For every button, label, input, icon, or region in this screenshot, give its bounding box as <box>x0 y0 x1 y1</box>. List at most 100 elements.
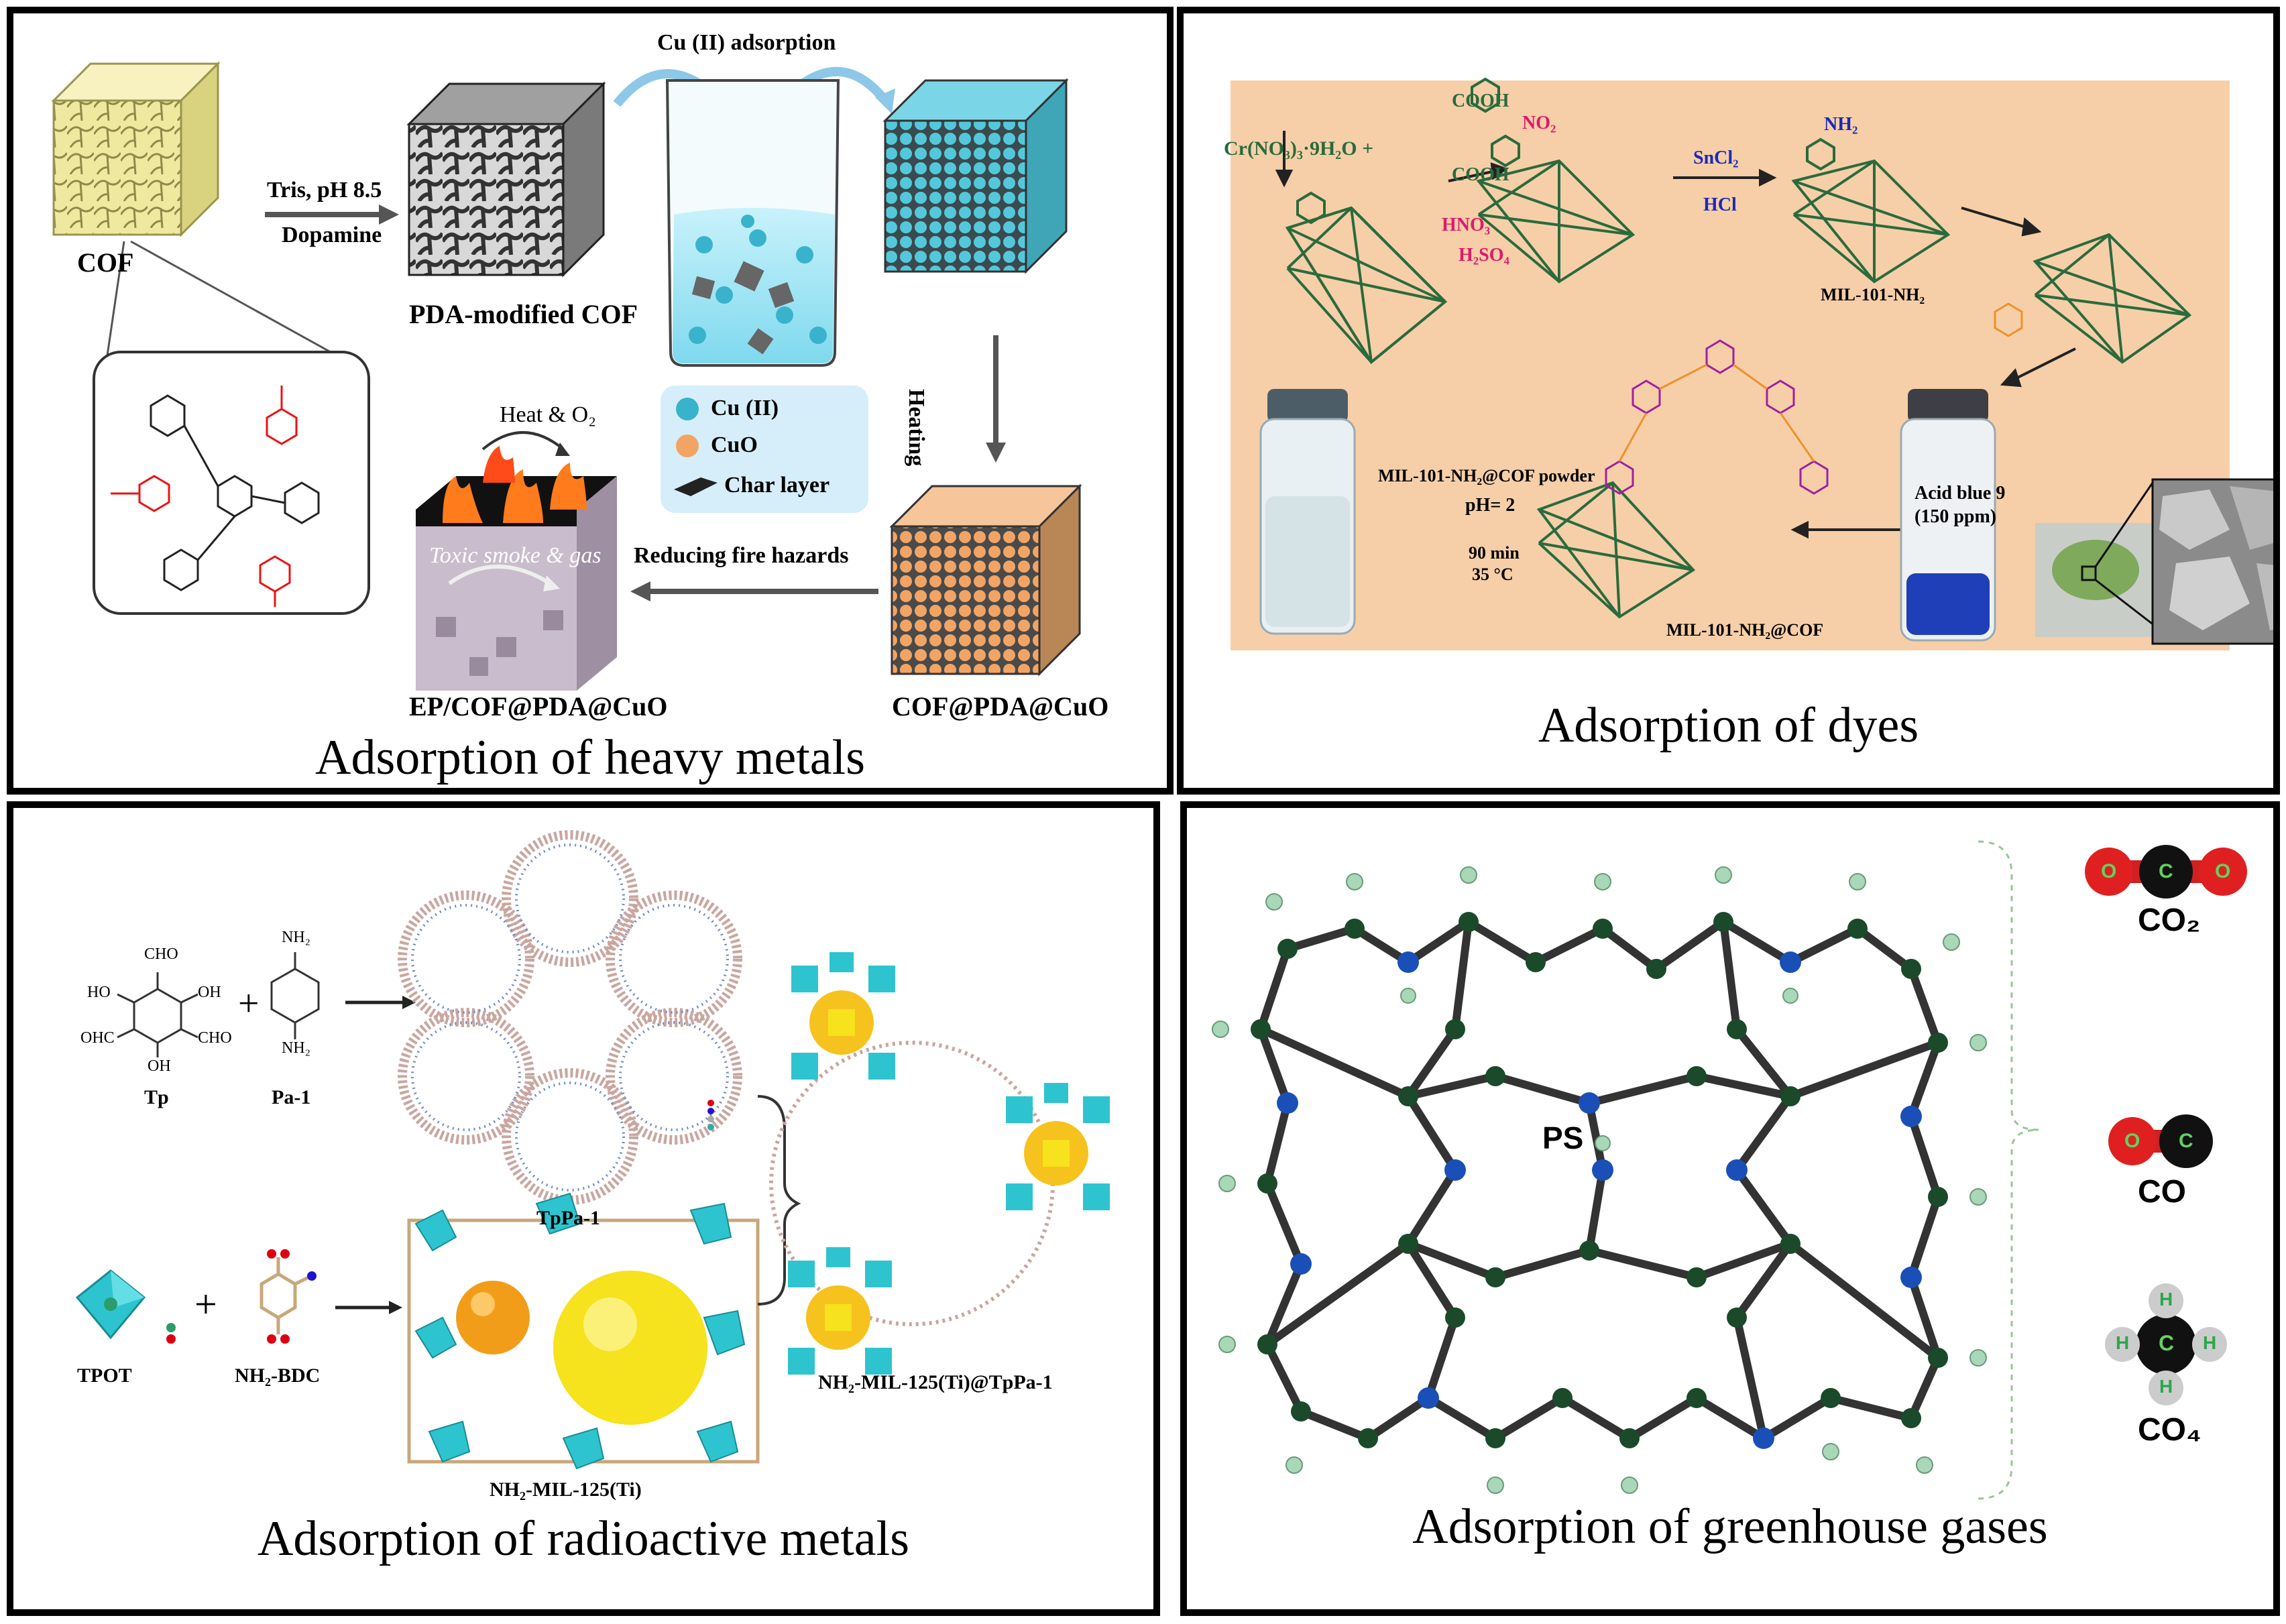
mil125-framework <box>407 1192 760 1470</box>
cof-cuo-label: COF@PDA@CuO <box>892 691 1109 721</box>
mil-label: MIL-101-NH₂ <box>1821 285 1925 304</box>
nh2-label: NH₂ <box>1824 114 1858 135</box>
pa-molecule <box>270 952 320 1039</box>
co2-molecule <box>2085 845 2247 898</box>
dashed-bracket <box>1978 840 2039 1500</box>
sem-image <box>2151 478 2273 645</box>
ch4-atom-h-right: H <box>2203 1332 2217 1353</box>
dopamine-label: Dopamine <box>282 223 382 247</box>
heavy-metals-diagram <box>51 61 1082 691</box>
porphyrin-structure <box>1212 840 2247 1500</box>
nh2bdc-label: NH₂-BDC <box>235 1365 321 1387</box>
ch4-atom-h-left: H <box>2116 1332 2130 1353</box>
co4-label: CO₄ <box>2138 1412 2202 1448</box>
vial-clean <box>1259 389 1356 635</box>
reducing-label: Reducing fire hazards <box>634 543 849 568</box>
mil-cof-powder-label: MIL-101-NH₂@COF powder <box>1378 466 1595 485</box>
composite-structure <box>769 952 1110 1375</box>
cof-label: COF <box>77 247 134 278</box>
no2-label: NO₂ <box>1522 113 1556 133</box>
cof-cube <box>51 61 221 237</box>
cu-loaded-cube <box>882 78 1069 274</box>
pa-nh2-bottom: NH₂ <box>282 1039 311 1057</box>
h2so4-label: H₂SO₄ <box>1459 245 1509 266</box>
temp-label: 35 °C <box>1472 565 1513 584</box>
hno3-label: HNO₃ <box>1442 215 1491 235</box>
tppa-framework <box>398 830 742 1205</box>
tp-molecule <box>117 972 198 1057</box>
cuo-cube <box>889 483 1082 677</box>
time-label: 90 min <box>1469 543 1520 563</box>
pda-cof-label: PDA-modified COF <box>409 299 638 329</box>
vial-dye <box>1900 389 1996 642</box>
dyes-arrows <box>1275 131 2076 539</box>
co-molecule <box>2108 1114 2213 1168</box>
ch4-atom-h-bottom: H <box>2159 1376 2173 1397</box>
mof-octahedron-3 <box>1791 137 1951 284</box>
panel-radioactive: + + <box>7 801 1160 1616</box>
mil-cof-label: MIL-101-NH₂@COF <box>1666 620 1824 640</box>
panel-dyes: Cr(NO₃)₃·9H₂O + COOH COOH NO₂ HNO₃ H₂SO₄… <box>1177 7 2280 795</box>
tris-label: Tris, pH 8.5 <box>267 178 382 202</box>
beaker <box>665 79 840 367</box>
tpot-label: TPOT <box>77 1365 132 1387</box>
caption-heavy-metals: Adsorption of heavy metals <box>315 730 865 785</box>
mof-octahedron-5 <box>1536 481 1696 619</box>
mil125-label: NH₂-MIL-125(Ti) <box>490 1478 642 1501</box>
mof-octahedron-1 <box>1285 191 1447 364</box>
hcl-label: HCl <box>1703 194 1737 215</box>
co-label: CO <box>2138 1174 2186 1210</box>
mof-octahedron-2 <box>1476 134 1636 284</box>
brace <box>757 1095 801 1306</box>
heat-o2-label: Heat & O₂ <box>500 402 597 427</box>
dyes-diagram <box>1259 77 2273 645</box>
plus-sign-2: + <box>194 1282 217 1326</box>
triazine-network <box>1605 302 2023 495</box>
co2-atom-o-left: O <box>2101 860 2117 882</box>
co2-atom-o-right: O <box>2215 860 2231 882</box>
ps-label: PS <box>1542 1120 1584 1155</box>
co-atom-c: C <box>2179 1130 2193 1152</box>
toxic-label: Toxic smoke & gas <box>429 543 602 568</box>
pda-cof-cube <box>406 81 606 278</box>
tpot-octahedron <box>75 1269 176 1344</box>
plus-sign-1: + <box>238 983 260 1025</box>
acid-label: Acid blue 9 <box>1914 483 2006 504</box>
heating-arrow <box>986 335 1006 463</box>
ppm-label: (150 ppm) <box>1914 506 1997 527</box>
co-atom-o: O <box>2124 1130 2140 1152</box>
radioactive-diagram: + + <box>75 830 1110 1470</box>
ch4-molecule <box>2105 1283 2227 1405</box>
cooh-top-label: COOH <box>1452 91 1509 111</box>
pa-nh2-top: NH₂ <box>282 929 311 946</box>
caption-dyes: Adsorption of dyes <box>1538 698 1919 753</box>
tp-ohc-left: OHC <box>80 1029 115 1047</box>
ch4-atom-c: C <box>2159 1331 2175 1355</box>
tp-cho-right: CHO <box>198 1029 232 1047</box>
co2-atom-c: C <box>2159 860 2173 882</box>
nh2-bdc-molecule <box>260 1257 310 1334</box>
sncl2-label: SnCl₂ <box>1693 148 1739 168</box>
legend-cuo-label: CuO <box>711 432 758 457</box>
tp-oh-bottom: OH <box>148 1057 171 1075</box>
caption-greenhouse: Adsorption of greenhouse gases <box>1412 1499 2048 1554</box>
tris-arrow <box>265 205 399 225</box>
tp-cho-top: CHO <box>144 945 178 963</box>
heating-label: Heating <box>904 389 929 467</box>
ph-label: pH= 2 <box>1465 495 1516 516</box>
reducing-arrow <box>630 581 878 601</box>
composite-label: NH₂-MIL-125(Ti)@TpPa-1 <box>818 1371 1053 1393</box>
ep-block <box>416 431 617 691</box>
panel-greenhouse: PS O C O CO₂ O C CO C H H H H CO₄ Adsorp… <box>1180 801 2280 1616</box>
powder-photo <box>2035 482 2170 638</box>
caption-radioactive: Adsorption of radioactive metals <box>257 1511 909 1566</box>
ep-label: EP/COF@PDA@CuO <box>409 691 668 721</box>
legend-box <box>661 386 868 513</box>
tppa-label: TpPa-1 <box>536 1207 601 1229</box>
bdc-ring <box>1471 77 1500 113</box>
legend-cu-label: Cu (II) <box>711 396 779 420</box>
mof-octahedron-4 <box>2033 233 2192 364</box>
tp-oh-right: OH <box>198 984 221 1001</box>
cu-adsorption-label: Cu (II) adsorption <box>657 30 836 55</box>
pa-label: Pa-1 <box>272 1086 311 1108</box>
